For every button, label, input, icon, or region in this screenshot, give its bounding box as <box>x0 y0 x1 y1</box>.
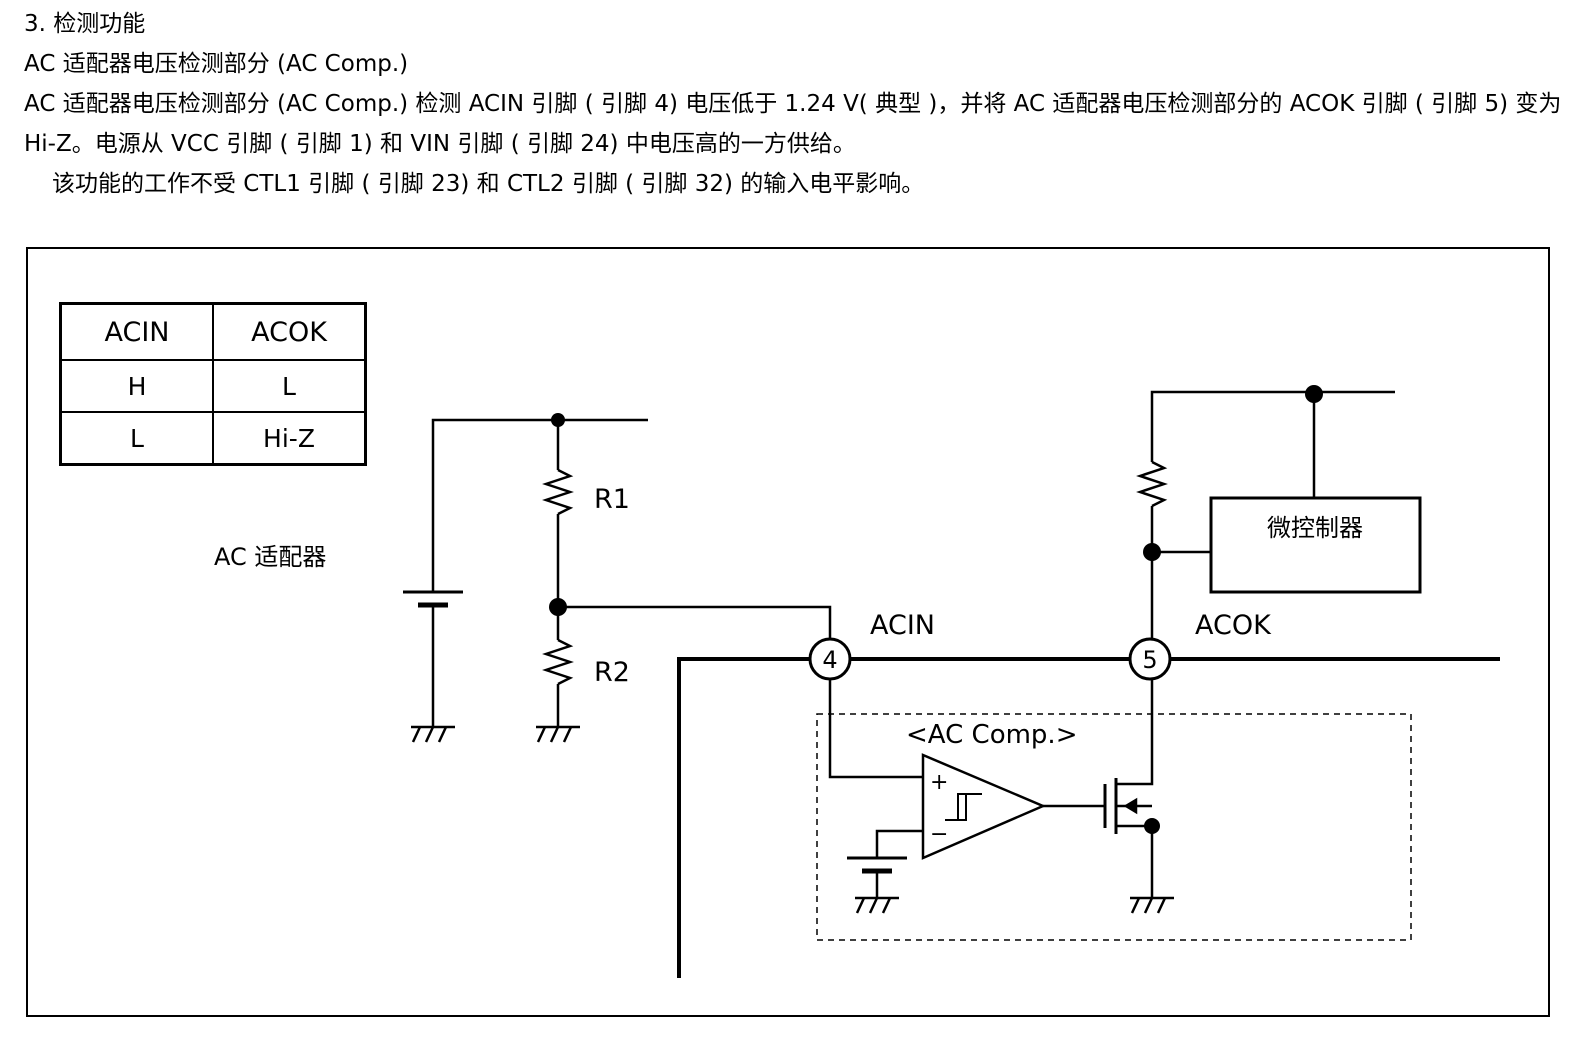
junction-dot <box>549 598 567 616</box>
r2-label: R2 <box>594 657 630 688</box>
mosfet-arrow <box>1123 797 1138 815</box>
pin-5-number: 5 <box>1142 646 1157 674</box>
mcu-box <box>1209 496 1422 594</box>
cell-acok-l: L <box>212 359 367 413</box>
junction-dot <box>551 413 565 427</box>
mcu-label: 微控制器 <box>1267 514 1363 542</box>
header-acok: ACOK <box>212 302 367 361</box>
hysteresis-symbol-b <box>952 793 982 821</box>
pin-4 <box>808 637 852 681</box>
document-text: 3. 检测功能 AC 适配器电压检测部分 (AC Comp.) AC 适配器电压… <box>24 4 1569 204</box>
acin-label: ACIN <box>870 610 935 641</box>
acok-label: ACOK <box>1195 610 1272 641</box>
pullup-resistor <box>1136 460 1168 508</box>
header-acin: ACIN <box>59 302 214 361</box>
comparator-plus-wire <box>828 679 923 779</box>
acin-feed-wire <box>558 605 832 639</box>
ground-icon <box>411 725 455 743</box>
r1-label: R1 <box>594 484 630 515</box>
cell-acok-hiz: Hi-Z <box>212 411 367 466</box>
mosfet-drain-wire <box>1116 679 1154 786</box>
reference-wire <box>875 829 923 858</box>
junction-dot <box>1305 385 1323 403</box>
ground-icon <box>536 725 580 743</box>
ground-icon <box>1130 896 1174 914</box>
comparator-block <box>816 713 1412 941</box>
section-subheading: AC 适配器电压检测部分 (AC Comp.) <box>24 51 409 77</box>
truth-table-header-row: ACIN ACOK <box>59 302 367 361</box>
cell-acin-h: H <box>59 359 214 413</box>
battery-positive-wire <box>431 418 648 592</box>
r2-resistor <box>542 638 574 686</box>
paragraph-2: 该功能的工作不受 CTL1 引脚 ( 引脚 23) 和 CTL2 引脚 ( 引脚… <box>52 171 925 197</box>
paragraph-1: AC 适配器电压检测部分 (AC Comp.) 检测 ACIN 引脚 ( 引脚 … <box>24 91 1562 157</box>
section-heading: 3. 检测功能 <box>24 11 146 37</box>
pin-4-number: 4 <box>822 646 837 674</box>
ic-boundary-left <box>677 657 811 978</box>
ground-icon <box>855 896 899 914</box>
comparator-block-label: <AC Comp.> <box>906 720 1077 750</box>
pin-5 <box>1128 637 1172 681</box>
truth-table: ACIN ACOK H L L Hi-Z <box>59 302 367 466</box>
hysteresis-symbol-a <box>945 793 972 821</box>
table-row: L Hi-Z <box>59 411 367 466</box>
comparator-plus-sign: + <box>930 770 948 795</box>
cell-acin-l: L <box>59 411 214 466</box>
ground-symbols <box>411 725 1174 914</box>
circuit-wires <box>403 390 1500 978</box>
r1-resistor <box>542 468 574 516</box>
comparator-minus-sign: − <box>930 822 948 847</box>
comparator-triangle <box>921 753 1047 860</box>
figure-frame <box>26 247 1550 1017</box>
supply-rail <box>1150 390 1395 462</box>
junction-dot <box>1143 543 1161 561</box>
junction-dot <box>1144 818 1160 834</box>
ac-adapter-label: AC 适配器 <box>214 543 326 571</box>
mosfet-source-wire <box>1116 824 1154 897</box>
table-row: H L <box>59 359 367 413</box>
